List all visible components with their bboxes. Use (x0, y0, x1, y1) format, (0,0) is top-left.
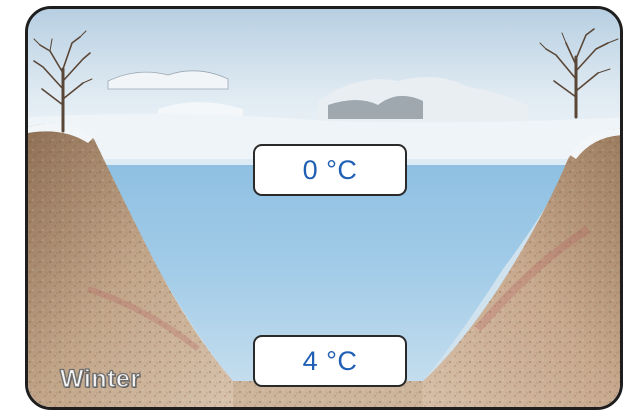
snow-ground (28, 113, 620, 169)
season-label: Winter (59, 364, 141, 393)
bare-tree-icon (539, 28, 619, 119)
winter-lake-diagram: 0 °C 4 °C Winter (25, 6, 623, 410)
surface-temperature-label: 0 °C (253, 144, 407, 196)
lake-water (94, 165, 568, 381)
bare-tree-icon (33, 30, 93, 133)
bottom-temperature-label: 4 °C (253, 335, 407, 387)
right-bank (423, 128, 620, 407)
lake-cross-section (28, 9, 620, 407)
bottom-temperature-text: 4 °C (302, 345, 358, 376)
left-bank (28, 123, 233, 407)
surface-temperature-text: 0 °C (302, 154, 358, 185)
